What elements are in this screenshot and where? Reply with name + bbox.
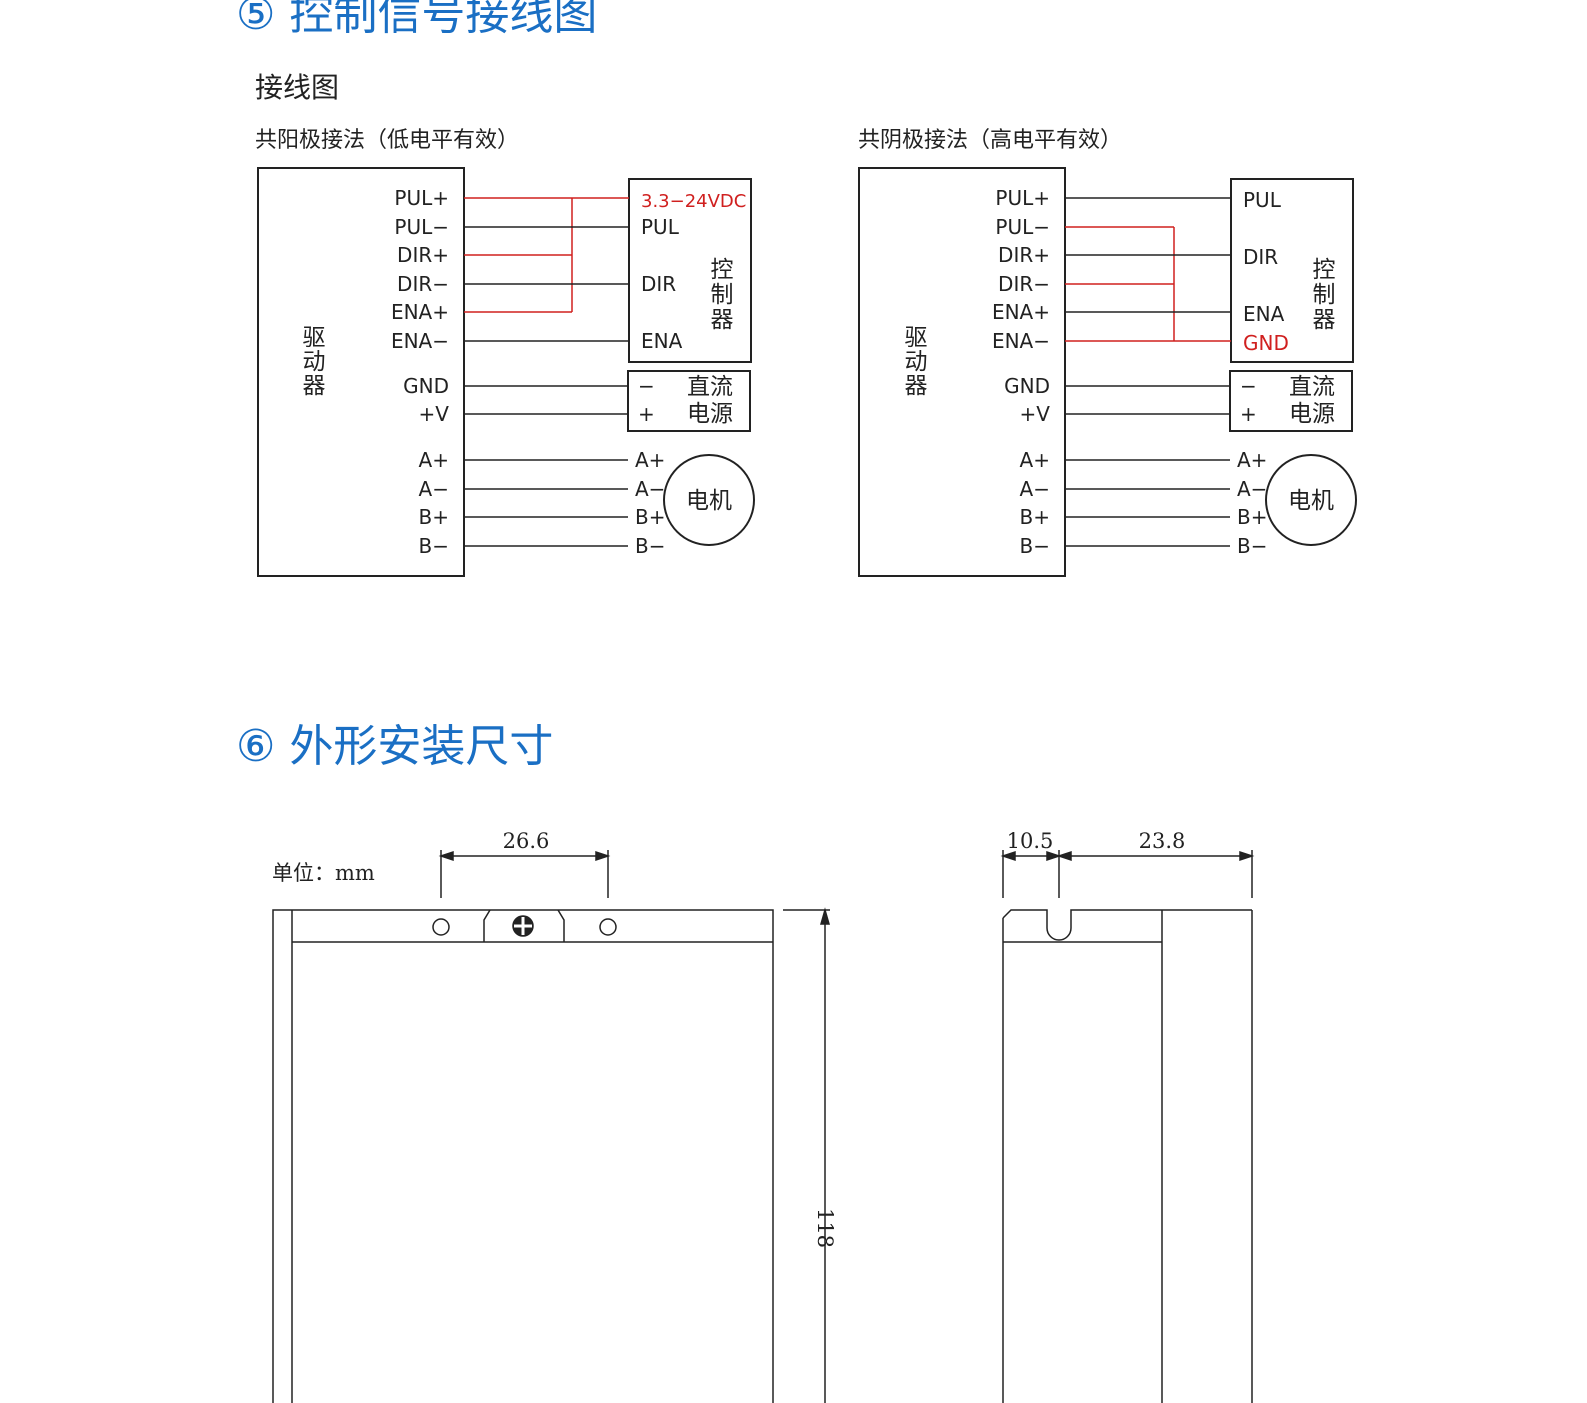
common-cathode-labels: 驱动器 PUL+ PUL− DIR+ DIR− ENA+ ENA− GND +V… [905, 186, 1336, 558]
power-minus-label: − [638, 374, 655, 398]
controller-pin-label: PUL [641, 215, 680, 239]
pin-label: ENA− [992, 329, 1050, 353]
dim-height: 118 [813, 1208, 837, 1248]
mount-hole-icon [432, 918, 450, 936]
motor-pin-label: B− [1237, 534, 1267, 558]
pin-label: +V [1020, 402, 1051, 426]
pin-label: +V [419, 402, 450, 426]
motor-circle [663, 454, 755, 546]
dim-side-left: 10.5 [1007, 829, 1054, 853]
controller-box [1230, 178, 1354, 363]
pin-label: DIR− [397, 272, 449, 296]
controller-pin-label: ENA [641, 329, 683, 353]
motor-pin-label: A+ [635, 448, 665, 472]
controller-pin-label: PUL [1243, 188, 1282, 212]
motor-pin-label: B− [635, 534, 665, 558]
controller-pin-label: DIR [1243, 245, 1278, 269]
pin-label: PUL+ [995, 186, 1050, 210]
motor-pin-label: B+ [635, 505, 665, 529]
pin-label: ENA+ [992, 300, 1050, 324]
controller-label-2: 制 [1313, 282, 1336, 308]
pin-label: A− [1020, 477, 1050, 501]
pin-label: B− [419, 534, 449, 558]
controller-pin-label: ENA [1243, 302, 1285, 326]
controller-pin-label: DIR [641, 272, 676, 296]
pin-label: PUL+ [394, 186, 449, 210]
power-label-top: 直流 [1289, 374, 1335, 400]
motor-label: 电机 [686, 488, 732, 514]
pin-label: B− [1020, 534, 1050, 558]
pin-label: PUL− [394, 215, 449, 239]
power-plus-label: + [638, 402, 655, 426]
driver-label-3: 器 [905, 373, 928, 399]
controller-label-3: 器 [711, 307, 734, 333]
pin-label: DIR− [998, 272, 1050, 296]
driver-label: 驱动器 [905, 325, 928, 399]
dim-hole-spacing: 26.6 [503, 829, 550, 853]
power-label-top: 直流 [687, 374, 733, 400]
pin-label: ENA+ [391, 300, 449, 324]
pin-label: GND [403, 374, 449, 398]
front-view-drawing [272, 850, 830, 1403]
power-label-bottom: 电源 [687, 401, 733, 427]
dim-side-right: 23.8 [1139, 829, 1186, 853]
side-view-drawing [1000, 850, 1255, 1403]
pin-label: ENA− [391, 329, 449, 353]
common-cathode-caption: 共阴极接法（高电平有效） [858, 128, 1123, 153]
motor-pin-label: A+ [1237, 448, 1267, 472]
common-anode-labels: 驱动器 PUL+ PUL− DIR+ DIR− ENA+ ENA− GND +V… [303, 186, 747, 558]
pin-label: PUL− [995, 215, 1050, 239]
controller-label-2: 制 [711, 282, 734, 308]
power-minus-label: − [1240, 374, 1257, 398]
power-box [1229, 370, 1353, 432]
controller-label-1: 控 [1313, 257, 1336, 283]
dimension-labels: 单位：mm 26.6 10.5 23.8 118 [272, 829, 1185, 1248]
controller-label: 控制器 [711, 257, 734, 333]
wiring-heading: 接线图 [255, 71, 340, 104]
driver-label-1: 驱 [303, 325, 326, 351]
driver-label-2: 动 [905, 349, 928, 375]
section-6-title: ⑥ 外形安装尺寸 [236, 721, 554, 772]
driver-box [257, 167, 465, 577]
pin-label: A− [419, 477, 449, 501]
pin-label: DIR+ [397, 243, 449, 267]
controller-label-3: 器 [1313, 307, 1336, 333]
pin-label: A+ [1020, 448, 1050, 472]
common-anode-diagram [257, 167, 755, 577]
driver-label-1: 驱 [905, 325, 928, 351]
driver-box [858, 167, 1066, 577]
driver-label: 驱动器 [303, 325, 326, 399]
power-box [627, 370, 751, 432]
section-5-title: ⑤ 控制信号接线图 [236, 0, 598, 40]
motor-label: 电机 [1288, 488, 1334, 514]
pin-label: A+ [419, 448, 449, 472]
side-slot [1002, 909, 1252, 941]
pin-label: B+ [419, 505, 449, 529]
motor-pin-label: A− [1237, 477, 1267, 501]
front-outline [272, 909, 774, 1403]
common-anode-caption: 共阳极接法（低电平有效） [255, 128, 520, 153]
common-cathode-diagram [858, 167, 1357, 577]
controller-supply-label: 3.3−24VDC [641, 191, 746, 212]
motor-pin-label: A− [635, 477, 665, 501]
driver-label-3: 器 [303, 373, 326, 399]
motor-circle [1265, 454, 1357, 546]
controller-box [628, 178, 752, 363]
power-plus-label: + [1240, 402, 1257, 426]
mount-hole-icon [599, 918, 617, 936]
motor-pin-label: B+ [1237, 505, 1267, 529]
power-label-bottom: 电源 [1289, 401, 1335, 427]
pin-label: B+ [1020, 505, 1050, 529]
controller-gnd-label: GND [1243, 331, 1289, 355]
screw-slot [483, 909, 565, 942]
controller-label: 控制器 [1313, 257, 1336, 333]
driver-label-2: 动 [303, 349, 326, 375]
pin-label: GND [1004, 374, 1050, 398]
controller-label-1: 控 [711, 257, 734, 283]
unit-label: 单位：mm [272, 861, 375, 885]
screw-icon [512, 915, 534, 937]
pin-label: DIR+ [998, 243, 1050, 267]
